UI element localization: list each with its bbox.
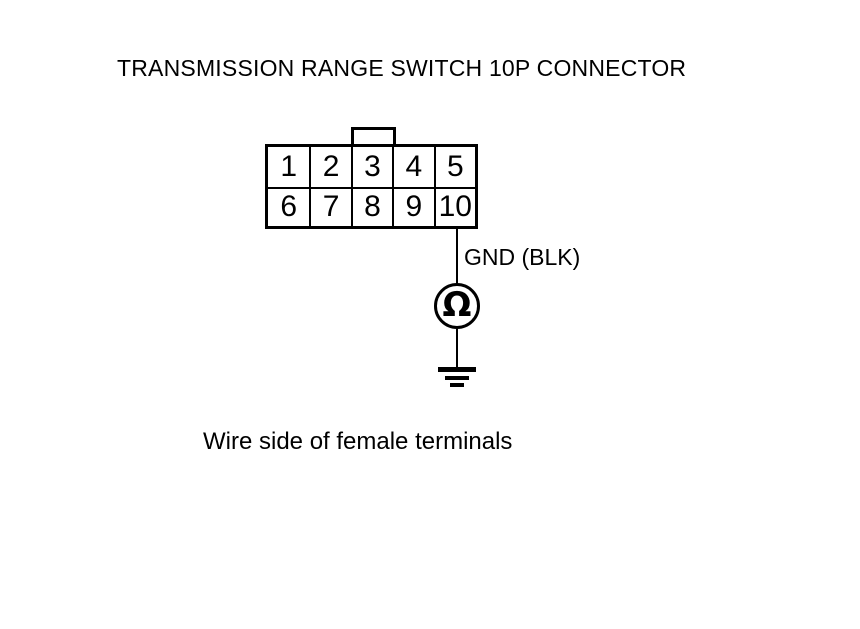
pin-cell-3: 3 [350, 147, 392, 187]
ground-bar-middle [445, 376, 469, 380]
pin-cell-2: 2 [309, 147, 350, 187]
pin-cell-5: 5 [433, 147, 475, 187]
pin-cell-6: 6 [268, 186, 310, 227]
wire-segment-meter-to-ground [456, 329, 458, 368]
pin-cell-7: 7 [309, 186, 351, 226]
wire-segment-pin10-to-meter [456, 229, 458, 284]
ohmmeter-icon: Ω [434, 283, 480, 329]
wire-label: GND (BLK) [464, 244, 581, 270]
page-title: TRANSMISSION RANGE SWITCH 10P CONNECTOR [117, 55, 687, 81]
connector-pin-grid: 1 2 3 4 5 6 7 8 9 10 [265, 144, 478, 229]
pin-cell-1: 1 [280, 149, 298, 183]
pin-cell-4: 4 [392, 147, 433, 187]
ground-bar-top [438, 367, 476, 372]
diagram-caption: Wire side of female terminals [203, 428, 513, 455]
omega-symbol: Ω [442, 285, 472, 325]
pin-cell-10: 10 [433, 186, 475, 226]
pin-cell-8: 8 [350, 186, 393, 226]
pin-cell-9: 9 [392, 186, 434, 226]
ground-icon [438, 367, 476, 388]
ground-bar-bottom [450, 383, 464, 387]
connector-keying-tab [351, 127, 396, 144]
